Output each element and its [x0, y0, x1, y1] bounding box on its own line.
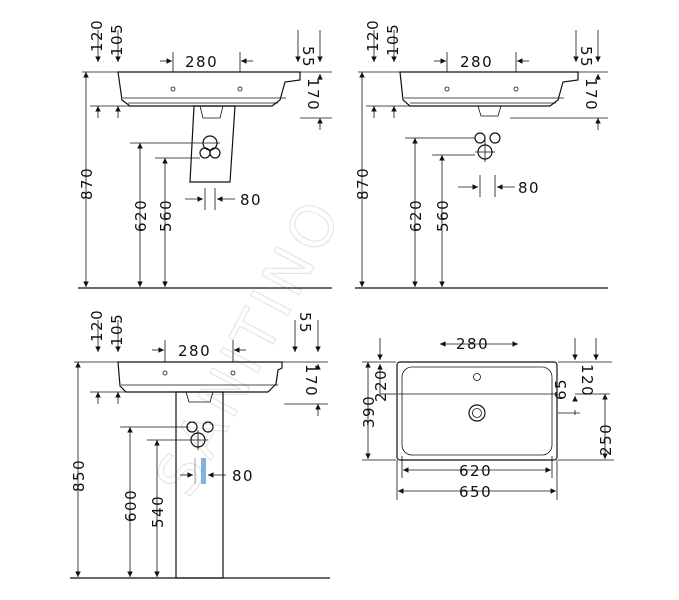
view-top-left: 120 105 280 55 170 870 620 560 — [78, 19, 332, 289]
dim-620-tr: 620 — [407, 199, 425, 232]
dim-390-br: 390 — [360, 395, 378, 428]
basin-outline — [117, 71, 301, 107]
dim-120-tl: 120 — [88, 19, 106, 52]
dim-105-tr: 105 — [384, 23, 402, 56]
dim-220-br: 220 — [372, 369, 390, 402]
dim-870-tr: 870 — [354, 167, 372, 200]
dim-170-tr: 170 — [582, 78, 600, 111]
dim-540-bl: 540 — [149, 495, 167, 528]
dim-650-br: 650 — [459, 483, 492, 501]
dim-120-tr: 120 — [364, 19, 382, 52]
dim-80-tr: 80 — [518, 179, 540, 197]
dim-620-tl: 620 — [132, 199, 150, 232]
dim-170-bl: 170 — [302, 364, 320, 397]
dim-55-bl: 55 — [296, 312, 314, 334]
watermark-text: SANITINO — [142, 185, 356, 506]
dim-280-tl: 280 — [185, 53, 218, 71]
dim-560-tr: 560 — [434, 199, 452, 232]
dim-280-bl: 280 — [178, 342, 211, 360]
dim-170-tl: 170 — [304, 78, 322, 111]
drain-icon — [468, 404, 486, 422]
basin-outline — [117, 361, 283, 393]
dim-600-bl: 600 — [122, 489, 140, 522]
dim-250-br: 250 — [597, 423, 615, 456]
dim-120-br: 120 — [578, 364, 596, 397]
basin-outline — [399, 71, 579, 107]
dim-870-tl: 870 — [78, 167, 96, 200]
view-bottom-right: 280 220 390 120 65 250 620 650 — [360, 335, 615, 501]
pipe-highlight — [201, 458, 206, 484]
dim-80-tl: 80 — [240, 191, 262, 209]
tap-hole-icon — [473, 373, 481, 381]
dim-105-tl: 105 — [108, 23, 126, 56]
view-bottom-left: 120 105 280 55 170 850 600 540 80 — [70, 309, 330, 579]
view-top-right: 120 105 280 55 170 870 620 560 80 — [354, 19, 608, 289]
dim-55-tl: 55 — [299, 46, 317, 68]
dim-620-br: 620 — [459, 462, 492, 480]
basin-plan-inner — [401, 366, 553, 456]
dim-105-bl: 105 — [108, 313, 126, 346]
dim-280-br: 280 — [456, 335, 489, 353]
dim-280-tr: 280 — [460, 53, 493, 71]
dim-80-bl: 80 — [232, 467, 254, 485]
basin-plan-outer — [396, 361, 558, 461]
dim-55-tr: 55 — [577, 46, 595, 68]
dim-850-bl: 850 — [70, 459, 88, 492]
dim-560-tl: 560 — [157, 199, 175, 232]
pedestal-column — [175, 391, 224, 579]
trap-cover — [189, 105, 236, 183]
dim-65-br: 65 — [552, 378, 570, 400]
dim-120-bl: 120 — [88, 309, 106, 342]
